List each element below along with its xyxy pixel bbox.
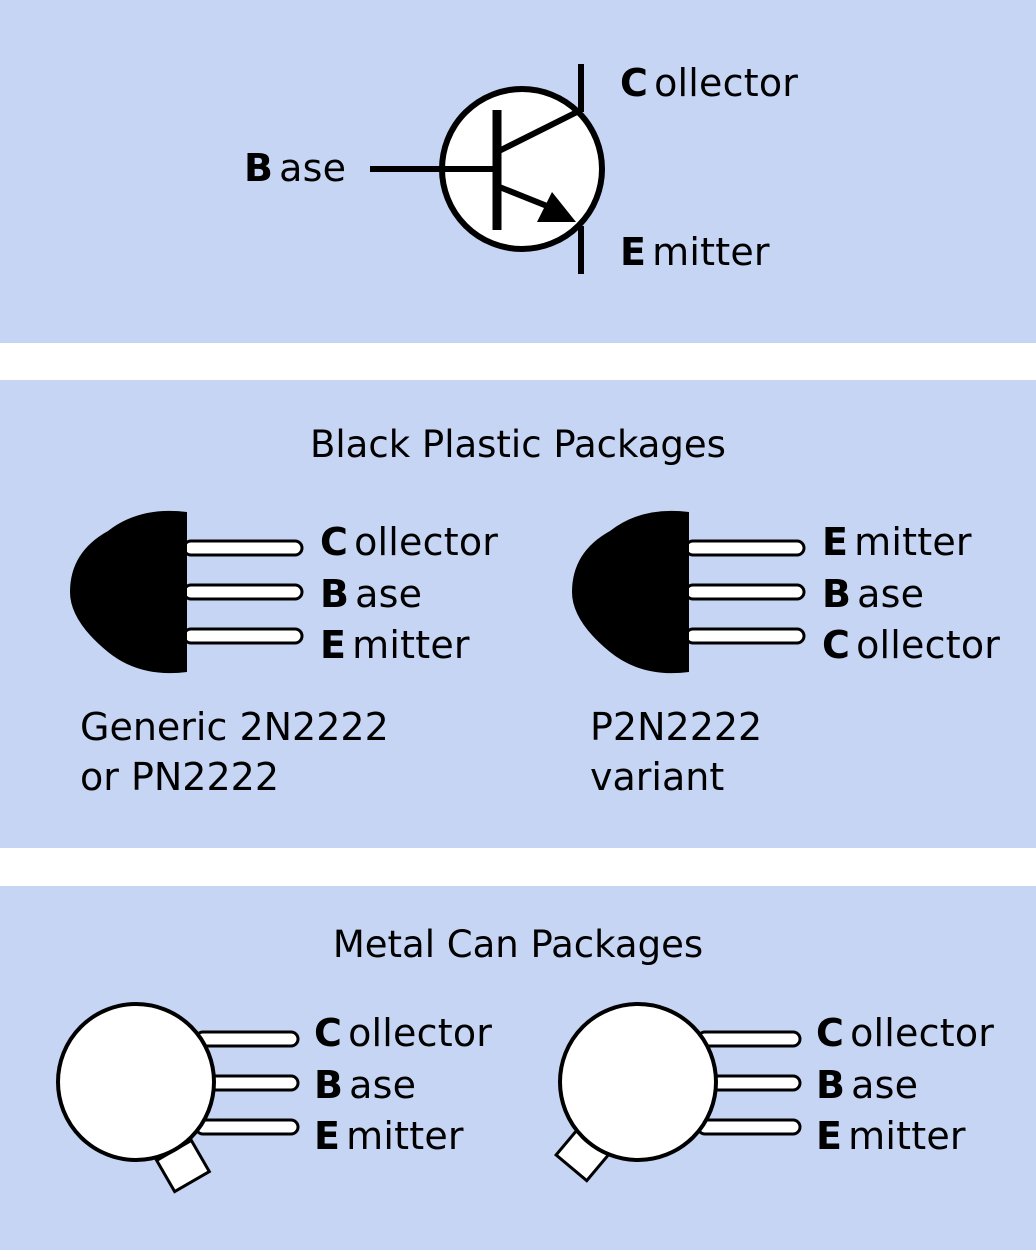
metal-can-left <box>56 1002 300 1194</box>
plastic-package-left <box>70 510 304 674</box>
rest: ollector <box>856 623 1001 667</box>
rest: ase <box>349 1063 417 1107</box>
rest: ase <box>851 1063 919 1107</box>
rest: mitter <box>848 1114 966 1158</box>
metal-can-right <box>553 1002 802 1183</box>
initial: B <box>816 1063 846 1107</box>
to92-body <box>70 510 187 674</box>
initial: E <box>816 1114 843 1158</box>
initial: C <box>320 520 349 564</box>
rest: ollector <box>850 1011 995 1055</box>
caption-line: or PN2222 <box>80 755 279 799</box>
pin-lead-emitter <box>182 627 304 645</box>
rest: mitter <box>854 520 972 564</box>
to18-can-body <box>56 1002 216 1162</box>
pin-lead-emitter <box>194 1118 300 1136</box>
initial: E <box>314 1114 341 1158</box>
emitter-arrow-icon <box>537 192 576 222</box>
to18-can-body <box>558 1002 718 1162</box>
initial: B <box>244 146 274 190</box>
initial: C <box>816 1011 845 1055</box>
npn-transistor-symbol <box>370 64 605 274</box>
rest: ollector <box>348 1011 493 1055</box>
plastic-packages-title: Black Plastic Packages <box>310 423 726 466</box>
pin-lead-collector <box>684 627 806 645</box>
initial: C <box>822 623 851 667</box>
rest: ase <box>857 572 925 616</box>
pin-lead-collector <box>182 539 304 557</box>
rest: mitter <box>352 623 470 667</box>
collector-branch <box>495 107 583 155</box>
metal-packages-drawing <box>56 1002 802 1194</box>
rest: mitter <box>346 1114 464 1158</box>
initial: B <box>822 572 852 616</box>
emitter-branch <box>495 183 554 211</box>
rest: ollector <box>354 520 499 564</box>
initial: C <box>620 61 649 105</box>
rest: mitter <box>652 230 770 274</box>
initial: C <box>314 1011 343 1055</box>
caption-line: Generic 2N2222 <box>80 705 389 749</box>
caption-line: P2N2222 <box>590 705 763 749</box>
initial: B <box>320 572 350 616</box>
initial: E <box>320 623 347 667</box>
initial: E <box>822 520 849 564</box>
plastic-left-caption: Generic 2N2222 or PN2222 <box>80 702 389 802</box>
plastic-package-right <box>572 510 806 674</box>
metal-packages-title: Metal Can Packages <box>332 923 704 966</box>
initial: E <box>620 230 647 274</box>
rest: ase <box>355 572 423 616</box>
pin-lead-emitter <box>696 1118 802 1136</box>
plastic-packages-drawing <box>70 510 806 674</box>
pin-lead-emitter <box>684 539 806 557</box>
initial: B <box>314 1063 344 1107</box>
rest: ase <box>279 146 347 190</box>
pin-lead-collector <box>696 1030 802 1048</box>
pin-lead-base <box>684 583 806 601</box>
rest: ollector <box>654 61 799 105</box>
to92-body <box>572 510 689 674</box>
pin-lead-collector <box>194 1030 300 1048</box>
pin-lead-base <box>182 583 304 601</box>
plastic-right-caption: P2N2222 variant <box>590 702 762 802</box>
caption-line: variant <box>590 755 725 799</box>
